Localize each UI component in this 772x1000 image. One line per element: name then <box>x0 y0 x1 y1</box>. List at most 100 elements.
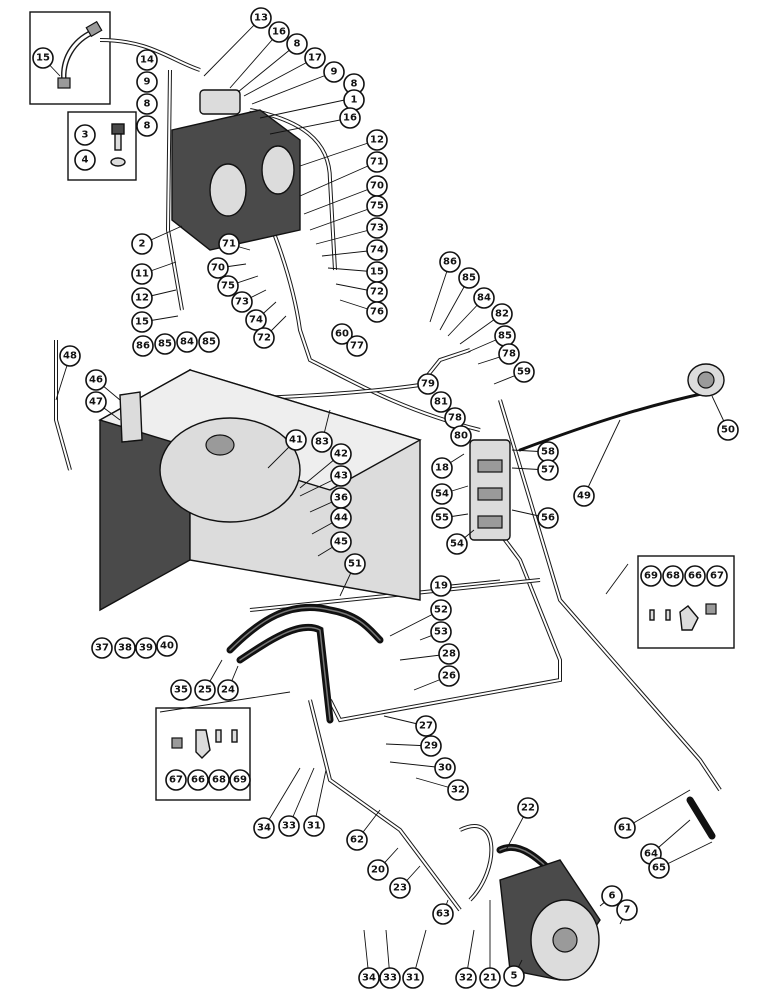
svg-text:61: 61 <box>618 823 632 834</box>
svg-text:81: 81 <box>434 397 448 408</box>
callout-18: 18 <box>431 457 453 479</box>
svg-text:82: 82 <box>495 309 509 320</box>
svg-text:65: 65 <box>652 863 666 874</box>
callout-53: 53 <box>430 621 452 643</box>
svg-text:77: 77 <box>350 341 364 352</box>
callout-68-right: 68 <box>662 565 684 587</box>
callout-76: 76 <box>366 301 388 323</box>
tubing-lines <box>99 38 722 912</box>
svg-text:79: 79 <box>421 379 435 390</box>
callout-34-bottom: 34 <box>358 967 380 989</box>
callout-65: 65 <box>648 857 670 879</box>
callout-70-left: 70 <box>207 257 229 279</box>
svg-text:37: 37 <box>95 643 109 654</box>
svg-text:12: 12 <box>135 293 149 304</box>
callout-9-a: 9 <box>323 61 345 83</box>
svg-text:16: 16 <box>272 27 286 38</box>
svg-text:31: 31 <box>406 973 420 984</box>
svg-text:13: 13 <box>254 13 268 24</box>
callout-58: 58 <box>537 441 559 463</box>
callout-33-bottom: 33 <box>379 967 401 989</box>
svg-text:55: 55 <box>435 513 449 524</box>
callout-40: 40 <box>156 635 178 657</box>
filler-neck-cap <box>54 340 143 471</box>
svg-text:46: 46 <box>89 375 103 386</box>
svg-text:25: 25 <box>198 685 212 696</box>
svg-text:33: 33 <box>383 973 397 984</box>
svg-text:18: 18 <box>435 463 449 474</box>
svg-text:15: 15 <box>370 267 384 278</box>
callout-85-right-b: 85 <box>494 325 516 347</box>
callout-60: 60 <box>331 323 353 345</box>
svg-text:33: 33 <box>282 821 296 832</box>
svg-text:67: 67 <box>710 571 724 582</box>
svg-text:31: 31 <box>307 821 321 832</box>
svg-text:27: 27 <box>419 721 433 732</box>
callout-66-right: 66 <box>684 565 706 587</box>
svg-text:40: 40 <box>160 641 174 652</box>
svg-text:35: 35 <box>174 685 188 696</box>
callout-46: 46 <box>85 369 107 391</box>
callout-78-right: 78 <box>498 343 520 365</box>
svg-text:22: 22 <box>521 803 535 814</box>
svg-text:78: 78 <box>502 349 516 360</box>
callout-52: 52 <box>430 599 452 621</box>
svg-text:54: 54 <box>450 539 464 550</box>
callout-45: 45 <box>330 531 352 553</box>
svg-text:15: 15 <box>135 317 149 328</box>
svg-text:12: 12 <box>370 135 384 146</box>
callout-66-left: 66 <box>187 769 209 791</box>
svg-text:73: 73 <box>235 297 249 308</box>
svg-text:5: 5 <box>511 971 518 982</box>
callout-86-right: 86 <box>439 251 461 273</box>
callout-86-left: 86 <box>132 335 154 357</box>
callout-79: 79 <box>417 373 439 395</box>
callout-57: 57 <box>537 459 559 481</box>
callout-16-mid: 16 <box>339 107 361 129</box>
callout-8-d: 8 <box>136 115 158 137</box>
svg-text:17: 17 <box>308 53 322 64</box>
callout-39: 39 <box>135 637 157 659</box>
svg-text:23: 23 <box>393 883 407 894</box>
svg-text:85: 85 <box>498 331 512 342</box>
svg-text:85: 85 <box>158 339 172 350</box>
svg-text:45: 45 <box>334 537 348 548</box>
callout-28: 28 <box>438 643 460 665</box>
callout-44: 44 <box>330 507 352 529</box>
svg-text:76: 76 <box>370 307 384 318</box>
callout-25: 25 <box>194 679 216 701</box>
callout-54-a: 54 <box>431 483 453 505</box>
svg-text:29: 29 <box>424 741 438 752</box>
svg-text:6: 6 <box>609 891 616 902</box>
svg-text:86: 86 <box>136 341 150 352</box>
svg-text:71: 71 <box>370 157 384 168</box>
callout-56: 56 <box>537 507 559 529</box>
callout-19: 19 <box>430 575 452 597</box>
svg-text:70: 70 <box>370 181 384 192</box>
hydraulic-reservoir-tank <box>98 368 422 612</box>
inset-frame-top-left <box>29 11 111 105</box>
callout-8-b: 8 <box>343 73 365 95</box>
svg-text:64: 64 <box>644 849 658 860</box>
callout-13: 13 <box>250 7 272 29</box>
callout-77: 77 <box>346 335 368 357</box>
inset-frame-left-clamp <box>155 691 291 801</box>
callout-26: 26 <box>438 665 460 687</box>
callout-81: 81 <box>430 391 452 413</box>
callout-62: 62 <box>346 829 368 851</box>
callout-75-left: 75 <box>217 275 239 297</box>
svg-text:68: 68 <box>666 571 680 582</box>
callout-15-inset: 15 <box>32 47 54 69</box>
svg-text:42: 42 <box>334 449 348 460</box>
callout-72-left: 72 <box>253 327 275 349</box>
callout-34-mid: 34 <box>253 817 275 839</box>
callout-12-right: 12 <box>366 129 388 151</box>
svg-text:75: 75 <box>221 281 235 292</box>
callout-63: 63 <box>432 903 454 925</box>
svg-text:84: 84 <box>477 293 491 304</box>
callout-55: 55 <box>431 507 453 529</box>
callout-83: 83 <box>311 431 333 453</box>
svg-text:38: 38 <box>118 643 132 654</box>
callout-8-c: 8 <box>136 93 158 115</box>
callout-84-left: 84 <box>176 331 198 353</box>
